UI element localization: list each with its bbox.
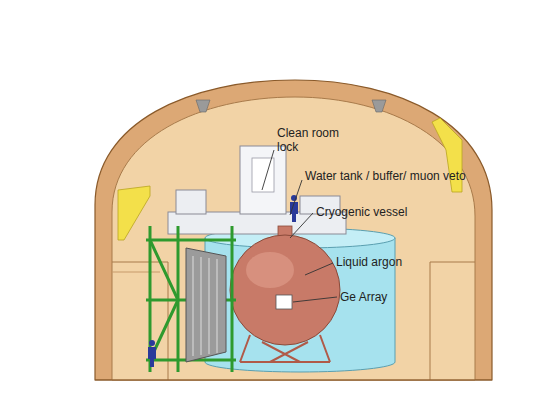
callout-label: Liquid argon	[336, 255, 466, 269]
callout-label: Cryogenic vessel	[316, 205, 476, 219]
callout-label: Clean room lock	[277, 126, 349, 154]
leader-line	[262, 150, 274, 190]
callout-label: Water tank / buffer/ muon veto	[305, 169, 505, 183]
callout-label: Ge Array	[340, 290, 450, 304]
leader-line	[290, 213, 313, 238]
leader-line	[305, 263, 333, 275]
leader-line	[290, 180, 302, 215]
leader-line	[293, 297, 337, 302]
